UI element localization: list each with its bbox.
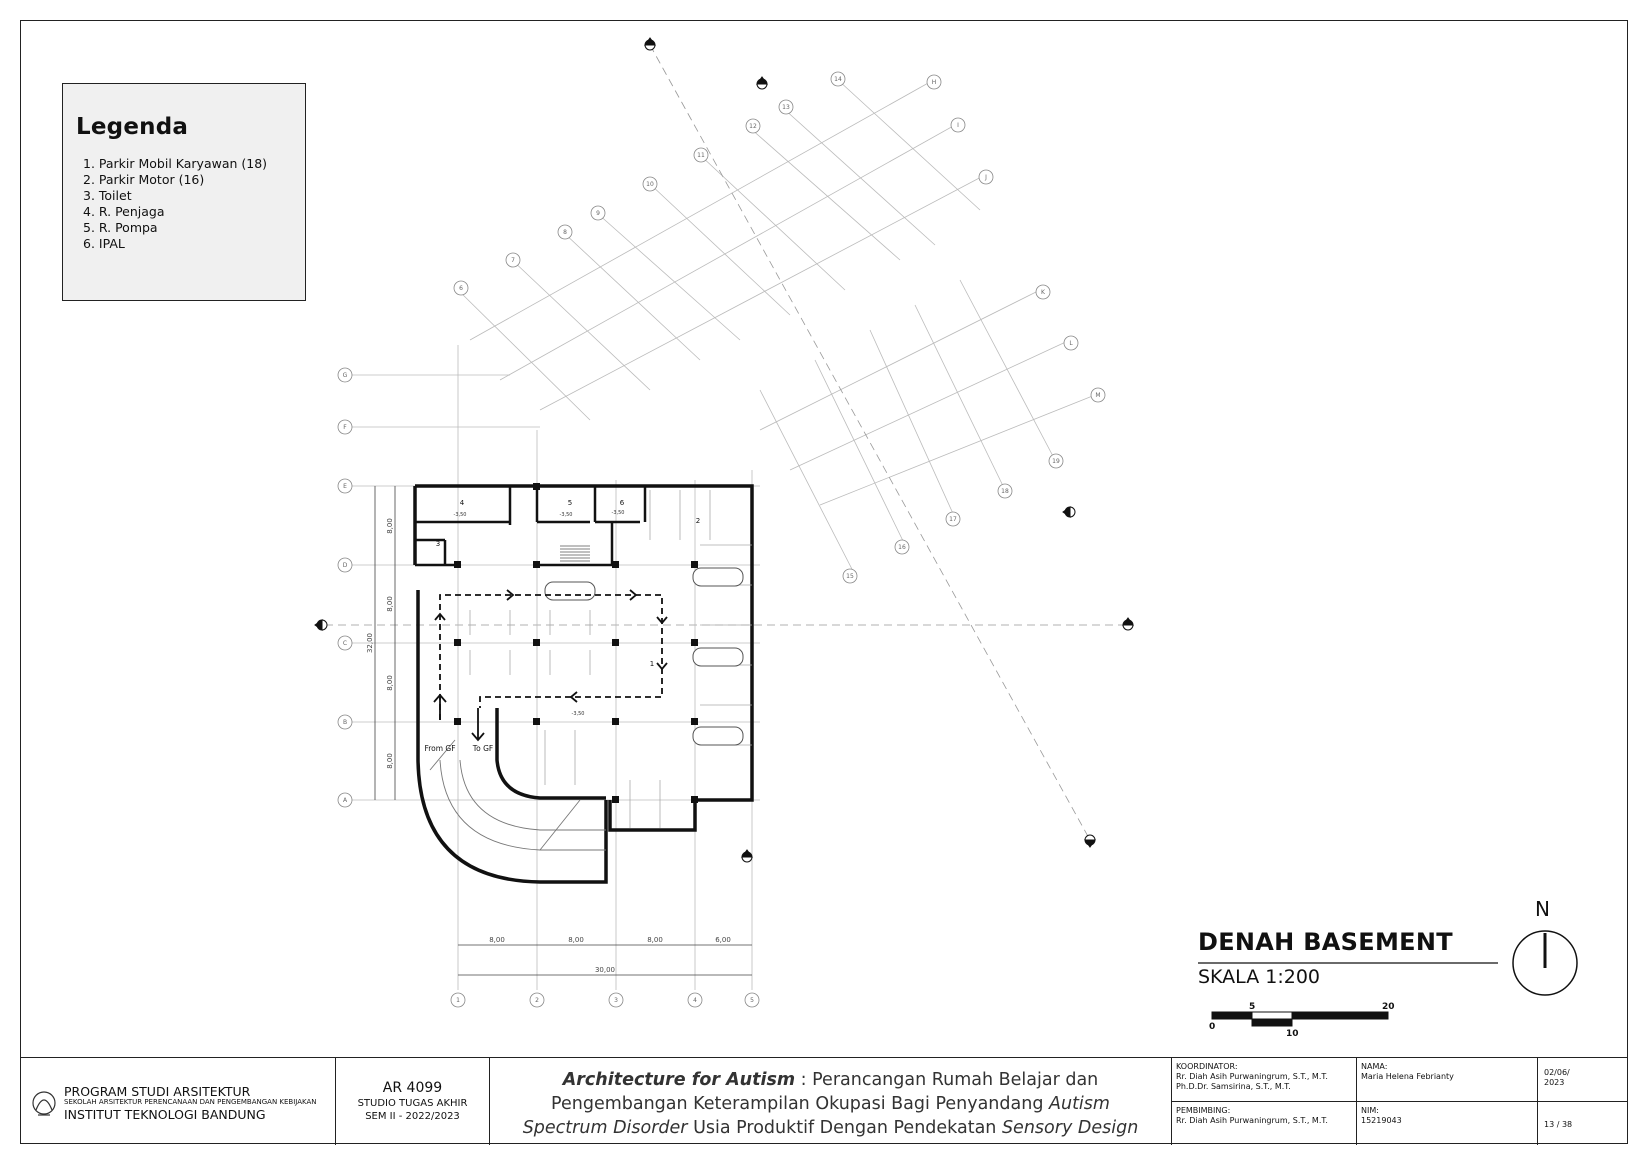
cars <box>544 567 744 746</box>
koordinator-label: KOORDINATOR: <box>1176 1062 1238 1071</box>
scale-bar-label: 5 <box>1249 1002 1256 1012</box>
north-arrow-icon <box>1512 930 1578 996</box>
skewed-grid <box>325 44 1125 841</box>
legend-item: 2. Parkir Motor (16) <box>83 172 205 187</box>
scale-bar-label: 0 <box>1209 1022 1216 1032</box>
legend-item: 6. IPAL <box>83 236 125 251</box>
course-cell: AR 4099 STUDIO TUGAS AKHIR SEM II - 2022… <box>336 1058 490 1145</box>
circulation-arrows <box>433 589 668 742</box>
itb-logo-icon <box>32 1091 56 1116</box>
project-title-line3c: Sensory Design <box>1001 1118 1139 1138</box>
project-title-line3a: Spectrum Disorder <box>522 1118 688 1138</box>
project-title-line2b: Autism <box>1049 1094 1110 1114</box>
staircase <box>560 545 590 562</box>
pembimbing-label: PEMBIMBING: <box>1176 1106 1231 1115</box>
legend-item: 5. R. Pompa <box>83 220 158 235</box>
title-block-footer: PROGRAM STUDI ARSITEKTUR SEKOLAH ARSITEK… <box>20 1057 1628 1145</box>
course-name: STUDIO TUGAS AKHIR <box>357 1098 468 1109</box>
project-title-cell: Architecture for Autism : Perancangan Ru… <box>490 1058 1172 1145</box>
page-number: 13 / 38 <box>1544 1120 1573 1129</box>
col-axis-bubbles <box>450 992 760 1008</box>
north-label: N <box>1535 897 1550 921</box>
koordinator-name-2: Ph.D.Dr. Samsirina, S.T., M.T. <box>1176 1082 1291 1091</box>
drawing-title: DENAH BASEMENT <box>1198 928 1453 956</box>
student-nim: 15219043 <box>1361 1116 1402 1125</box>
section-markers <box>314 37 1134 863</box>
dimension-lines <box>374 486 752 976</box>
scale-bar-label: 20 <box>1382 1002 1395 1012</box>
legend-box: Legenda 1. Parkir Mobil Karyawan (18) 2.… <box>62 83 306 301</box>
circulation-path <box>439 594 663 720</box>
nama-label: NAMA: <box>1361 1062 1388 1071</box>
ortho-grid <box>350 345 760 990</box>
pembimbing-name: Rr. Diah Asih Purwaningrum, S.T., M.T. <box>1176 1116 1328 1125</box>
school-faculty: SEKOLAH ARSITEKTUR PERENCANAAN DAN PENGE… <box>64 1098 317 1106</box>
legend-title: Legenda <box>76 114 189 140</box>
project-title-line3b: Usia Produktif Dengan Pendekatan <box>687 1118 1002 1138</box>
koordinator-name-1: Rr. Diah Asih Purwaningrum, S.T., M.T. <box>1176 1072 1328 1081</box>
student-name: Maria Helena Febrianty <box>1361 1072 1454 1081</box>
service-rooms <box>415 486 647 567</box>
drawing-scale: SKALA 1:200 <box>1198 966 1320 988</box>
date-line-2: 2023 <box>1544 1078 1565 1087</box>
project-title-em: Architecture for Autism <box>562 1070 796 1090</box>
school-cell: PROGRAM STUDI ARSITEKTUR SEKOLAH ARSITEK… <box>20 1058 336 1145</box>
legend-item: 4. R. Penjaga <box>83 204 165 219</box>
course-semester: SEM II - 2022/2023 <box>365 1111 460 1122</box>
legend-item: 3. Toilet <box>83 188 132 203</box>
drawing-sheet <box>20 20 1628 1144</box>
project-title-line2a: Pengembangan Keterampilan Okupasi Bagi P… <box>551 1094 1049 1114</box>
school-program: PROGRAM STUDI ARSITEKTUR <box>64 1084 251 1099</box>
divider <box>1538 1101 1628 1102</box>
student-cell: NAMA: Maria Helena Febrianty NIM: 152190… <box>1357 1058 1538 1145</box>
project-title-line1: : Perancangan Rumah Belajar dan <box>795 1070 1099 1090</box>
ramp <box>429 739 606 851</box>
scale-bar-label: 10 <box>1286 1029 1299 1039</box>
structural-columns <box>454 483 698 803</box>
legend-item: 1. Parkir Mobil Karyawan (18) <box>83 156 268 171</box>
divider <box>1357 1101 1537 1102</box>
date-page-cell: 02/06/ 2023 13 / 38 <box>1538 1058 1628 1145</box>
date-line-1: 02/06/ <box>1544 1068 1570 1077</box>
supervisor-cell: KOORDINATOR: Rr. Diah Asih Purwaningrum,… <box>1172 1058 1357 1145</box>
row-axis-bubbles <box>337 367 353 808</box>
graphic-scale-bar <box>1211 1011 1389 1027</box>
divider <box>1172 1101 1356 1102</box>
project-title: Architecture for Autism : Perancangan Ru… <box>490 1068 1171 1140</box>
nim-label: NIM: <box>1361 1106 1379 1115</box>
skew-axis-bubbles <box>453 71 1106 584</box>
course-code: AR 4099 <box>382 1080 443 1096</box>
legend-list: 1. Parkir Mobil Karyawan (18) 2. Parkir … <box>83 156 267 252</box>
school-institute: INSTITUT TEKNOLOGI BANDUNG <box>64 1107 266 1122</box>
